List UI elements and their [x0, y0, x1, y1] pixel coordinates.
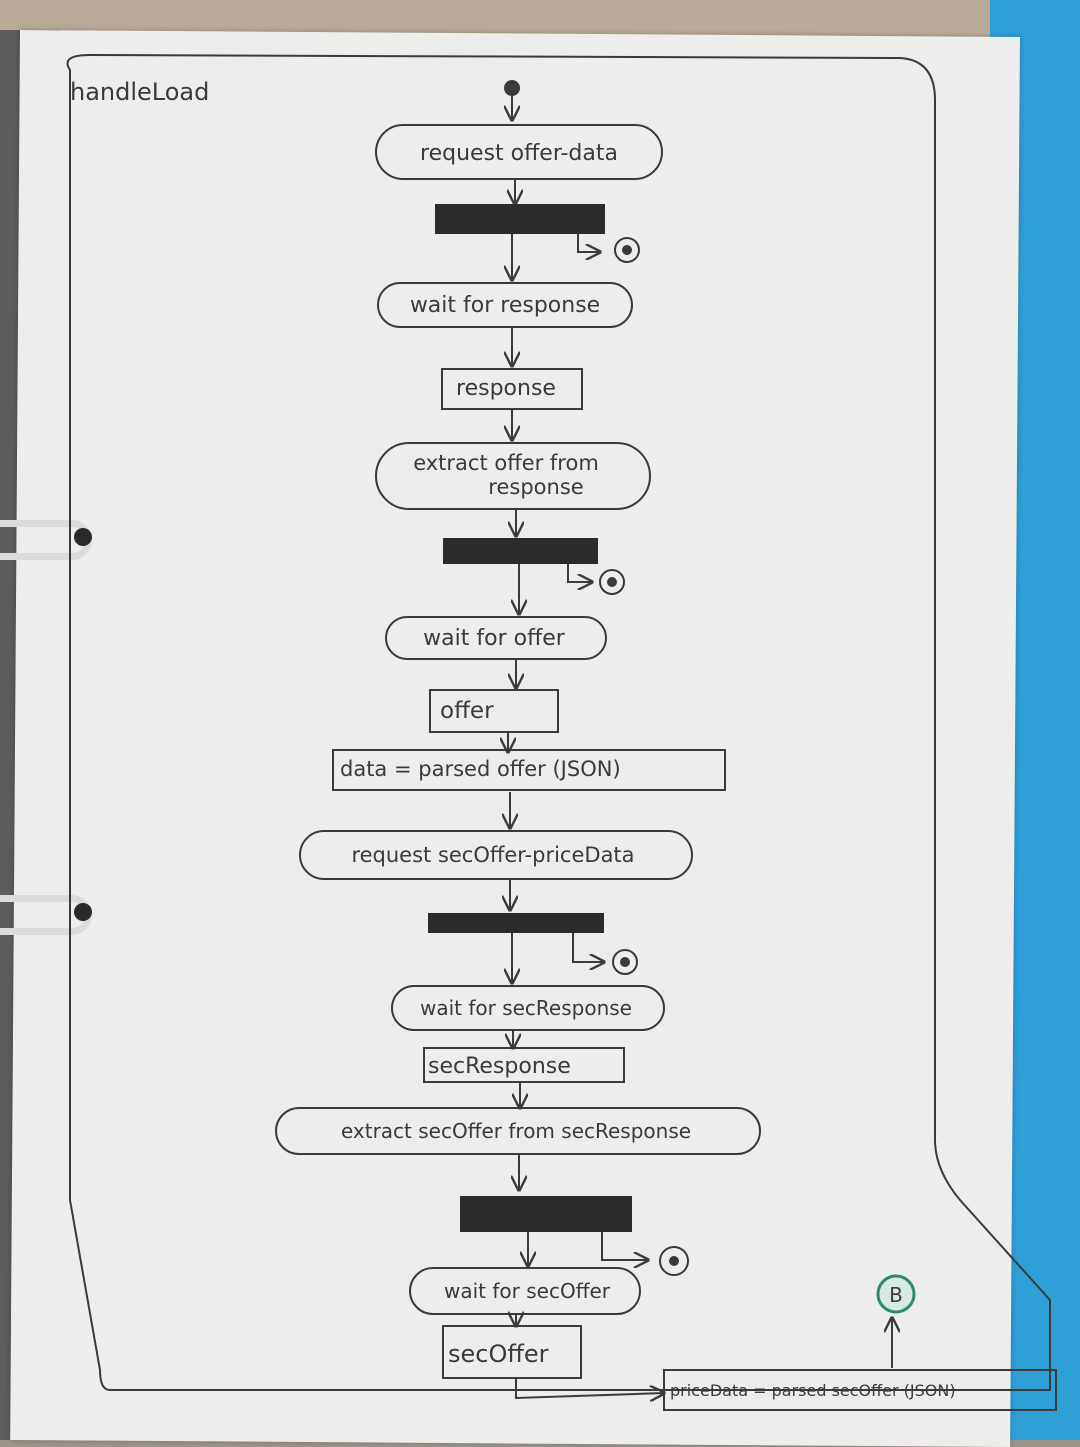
action-label: wait for secOffer: [444, 1279, 611, 1303]
action-request-offer-data: [375, 124, 663, 180]
object-offer: [429, 689, 559, 733]
object-label: offer: [440, 698, 494, 724]
action-label: wait for secResponse: [420, 996, 632, 1020]
action-request-secoffer: [299, 830, 693, 880]
flow-final-node: [659, 1246, 689, 1276]
connector-b: [876, 1274, 916, 1314]
action-wait-for-secresponse: [391, 985, 665, 1031]
action-extract-secoffer: [275, 1107, 761, 1155]
connector-label: B: [889, 1283, 903, 1307]
object-label: priceData = parsed secOffer (JSON): [670, 1381, 956, 1400]
action-label: extract secOffer from secResponse: [341, 1119, 691, 1143]
action-label: request secOffer-priceData: [351, 843, 634, 867]
object-label: data = parsed offer (JSON): [340, 757, 621, 781]
object-data-parsed-offer: [332, 749, 726, 791]
flow-final-node: [612, 949, 638, 975]
punch-hole-top: [74, 528, 92, 546]
action-extract-offer: [375, 442, 651, 510]
object-secoffer: [442, 1325, 582, 1379]
activity-frame: [66, 53, 1051, 1391]
frame-label: handleLoad: [70, 78, 209, 106]
action-wait-for-secoffer: [409, 1267, 641, 1315]
action-label: request offer-data: [420, 141, 618, 166]
action-label-line1: extract offer from: [413, 451, 599, 475]
object-label: secOffer: [448, 1340, 549, 1368]
flow-final-node: [599, 569, 625, 595]
object-label: secResponse: [428, 1054, 571, 1079]
object-pricedata-parsed: [663, 1369, 1057, 1411]
fork-bar: [435, 204, 605, 234]
action-label: wait for response: [410, 293, 600, 318]
initial-node: [504, 80, 520, 96]
object-label: response: [456, 376, 556, 401]
action-label: wait for offer: [423, 626, 566, 651]
fork-bar: [460, 1196, 632, 1232]
object-response: [441, 368, 583, 410]
punch-hole-bottom: [74, 903, 92, 921]
action-wait-for-offer: [385, 616, 607, 660]
fork-bar: [428, 913, 604, 933]
flow-final-node: [614, 237, 640, 263]
object-secresponse: [423, 1047, 625, 1083]
action-wait-for-response: [377, 282, 633, 328]
fork-bar: [443, 538, 598, 564]
action-label-line2: response: [488, 475, 583, 499]
